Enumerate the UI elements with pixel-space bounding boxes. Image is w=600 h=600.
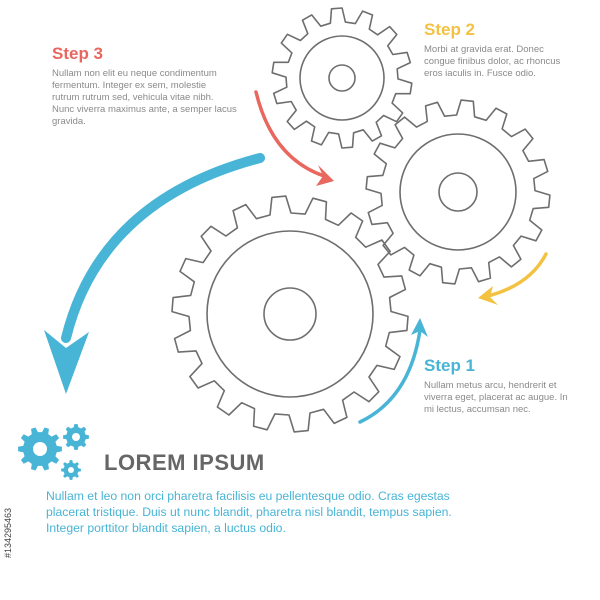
step-3-text: Nullam non elit eu neque condimentum fer…	[52, 68, 237, 127]
step-1-title: Step 1	[424, 356, 476, 375]
step-2-block: Step 2 Morbi at gravida erat. Donec cong…	[424, 20, 560, 80]
gear-ring	[438, 172, 478, 212]
step-2-title: Step 2	[424, 20, 476, 39]
main-title: LOREM IPSUM	[104, 450, 265, 475]
small-gear-icon	[271, 7, 413, 149]
step-3-title: Step 3	[52, 44, 104, 63]
red-curved-arrow-icon	[254, 90, 334, 186]
step-1-text: Nullam metus arcu, hendrerit et viverra …	[424, 380, 568, 415]
blue-curved-arrow-icon	[44, 153, 265, 394]
main-description: Nullam et leo non orci pharetra facilisi…	[46, 489, 452, 535]
stock-id-label: #134295463	[3, 507, 13, 558]
blue-small-curved-arrow-icon	[358, 318, 428, 424]
large-gear-icon	[171, 195, 409, 433]
blue-gear-hole	[72, 433, 80, 441]
blue-gear-hole	[68, 467, 74, 473]
step-3-block: Step 3 Nullam non elit eu neque condimen…	[52, 44, 237, 128]
gear-ring	[328, 64, 356, 92]
gear-outline	[171, 195, 409, 433]
medium-gear-icon	[365, 99, 551, 285]
step-2-text: Morbi at gravida erat. Donec congue fini…	[424, 44, 561, 79]
blue-gear-cluster-icon	[18, 424, 89, 480]
gear-outline	[365, 99, 551, 285]
yellow-curved-arrow-icon	[478, 252, 548, 305]
gear-ring	[299, 35, 385, 121]
gear-ring	[206, 230, 374, 398]
gear-ring	[399, 133, 517, 251]
gear-ring	[263, 287, 317, 341]
gear-outline	[271, 7, 413, 149]
blue-gear-hole	[33, 442, 47, 456]
step-1-block: Step 1 Nullam metus arcu, hendrerit et v…	[424, 356, 568, 416]
